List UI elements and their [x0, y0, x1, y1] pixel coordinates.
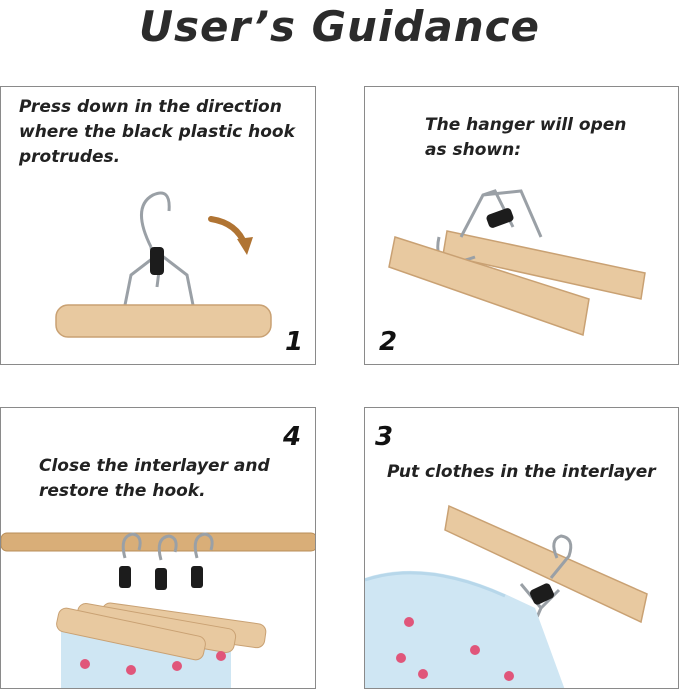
- plastic-clip-icon: [150, 247, 164, 275]
- step-2-number: 2: [379, 327, 398, 357]
- step-4-line-1: Close the interlayer and: [39, 456, 270, 476]
- step-3-panel: 3 Put clothes in the interlayer: [364, 407, 679, 689]
- step-3-text: Put clothes in the interlayer: [387, 460, 656, 485]
- step-2-line-2: as shown:: [425, 140, 522, 160]
- step-3-illustration: [365, 504, 648, 688]
- step-4-number: 4: [283, 422, 302, 452]
- step-4-text: Close the interlayer and restore the hoo…: [39, 454, 270, 504]
- step-2-illustration: [388, 189, 646, 337]
- open-clip-icon: [486, 208, 514, 228]
- step-4-panel: 4 Close the interlayer and restore the h…: [0, 407, 316, 689]
- step-2-line-1: The hanger will open: [425, 115, 627, 135]
- step-1-panel: Press down in the direction where the bl…: [0, 86, 316, 365]
- step-1-text: Press down in the direction where the bl…: [19, 95, 295, 170]
- hook-1-icon: [121, 532, 142, 559]
- step-1-number: 1: [285, 327, 304, 357]
- hook-2-icon: [157, 534, 178, 561]
- step-2-panel: The hanger will open as shown: 2: [364, 86, 679, 365]
- strawberry-icon: [80, 659, 90, 669]
- step-1-line-2: where the black plastic hook: [19, 122, 295, 142]
- wooden-hanger-icon: [55, 304, 272, 338]
- strawberry-icon: [404, 617, 414, 627]
- page-title: User’s Guidance: [138, 2, 541, 51]
- step-1-line-3: protrudes.: [19, 147, 121, 167]
- hanger-hook-icon: [549, 534, 573, 579]
- step-3-line-1: Put clothes in the interlayer: [387, 462, 656, 482]
- open-clip-icon: [529, 583, 555, 605]
- step-4-illustration: [1, 532, 315, 688]
- hook-3-icon: [193, 532, 214, 559]
- step-1-line-1: Press down in the direction: [19, 97, 282, 117]
- step-3-number: 3: [375, 422, 394, 452]
- open-wood-bar-icon: [444, 504, 648, 624]
- clothing-fabric-icon: [365, 570, 565, 688]
- step-1-illustration: [55, 191, 272, 338]
- step-2-text: The hanger will open as shown:: [425, 113, 626, 163]
- back-wood-bar-icon: [442, 230, 646, 300]
- front-wood-bar-icon: [388, 236, 590, 337]
- step-4-line-2: restore the hook.: [39, 481, 206, 501]
